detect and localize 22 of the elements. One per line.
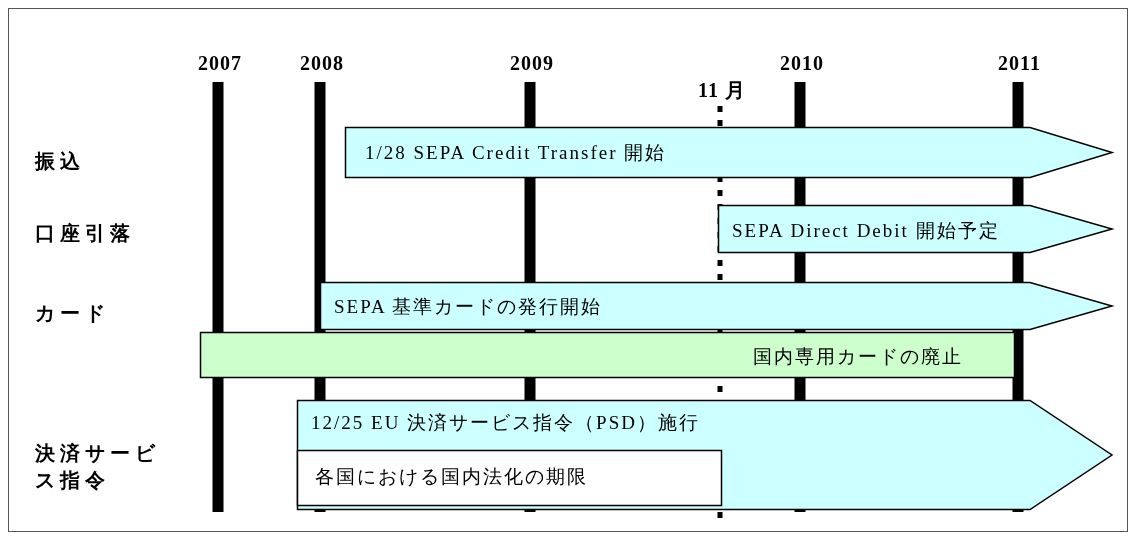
row-label: 口座引落 bbox=[35, 221, 136, 246]
bar-label: SEPA Direct Debit 開始予定 bbox=[732, 219, 1000, 243]
arrow-bar bbox=[345, 127, 1112, 178]
arrow-bar bbox=[320, 282, 1112, 330]
row-label: 決済サービス指令 bbox=[35, 441, 161, 493]
bar-label: 12/25 EU 決済サービス指令（PSD）施行 bbox=[311, 411, 700, 435]
row-label: カード bbox=[35, 301, 111, 326]
year-label: 2007 bbox=[198, 52, 242, 75]
month-label: 11 月 bbox=[698, 78, 746, 103]
year-label: 2008 bbox=[300, 52, 344, 75]
year-label: 2010 bbox=[780, 52, 824, 75]
arrow-bar bbox=[718, 205, 1112, 253]
bar-label: 各国における国内法化の期限 bbox=[315, 465, 588, 489]
row-label: 振込 bbox=[35, 149, 86, 174]
bar-label: 国内専用カードの廃止 bbox=[753, 345, 963, 369]
bar-label: 1/28 SEPA Credit Transfer 開始 bbox=[365, 141, 667, 165]
year-label: 2009 bbox=[510, 52, 554, 75]
bar bbox=[200, 332, 1015, 378]
arrow-bar bbox=[297, 400, 1112, 510]
label-box bbox=[297, 450, 722, 506]
year-label: 2011 bbox=[998, 52, 1041, 75]
bar-label: SEPA 基準カードの発行開始 bbox=[334, 295, 603, 319]
